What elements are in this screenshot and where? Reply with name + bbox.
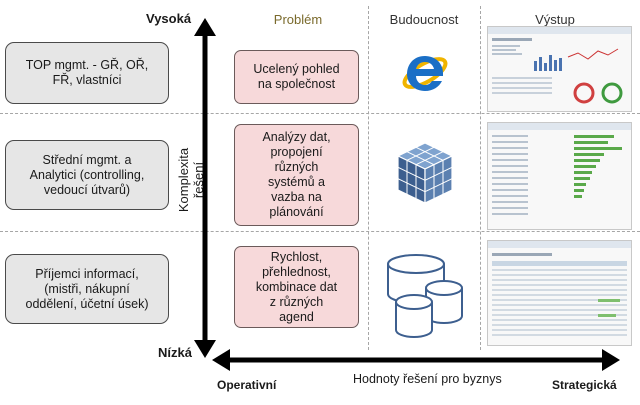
column-divider	[368, 6, 369, 350]
x-axis-left-label: Operativní	[217, 378, 277, 392]
olap-cube-icon	[396, 142, 454, 204]
role-box-middle-management: Střední mgmt. a Analytici (controlling, …	[5, 140, 169, 210]
dashboard-thumbnail-graphic	[488, 27, 631, 104]
problem-text: Ucelený pohled na společnost	[253, 62, 340, 91]
role-box-information-recipients: Příjemci informací, (mistři, nákupní odd…	[5, 254, 169, 324]
database-cylinders-icon	[387, 254, 463, 338]
column-header-output: Výstup	[535, 12, 575, 27]
problem-box-speed: Rychlost, přehlednost, kombinace dat z r…	[234, 246, 359, 328]
y-axis-arrow	[194, 18, 216, 358]
row-divider	[0, 113, 640, 114]
problem-box-overview: Ucelený pohled na společnost	[234, 50, 359, 104]
report-screenshot	[487, 122, 632, 230]
role-text: Příjemci informací, (mistři, nákupní odd…	[25, 266, 149, 311]
row-divider	[0, 231, 640, 232]
x-axis-title: Hodnoty řešení pro byznys	[353, 372, 502, 386]
problem-text: Rychlost, přehlednost, kombinace dat z r…	[255, 249, 338, 324]
column-divider	[480, 6, 481, 350]
role-box-top-management: TOP mgmt. - GŘ, OŘ, FŘ, vlastníci	[5, 42, 169, 104]
role-text: TOP mgmt. - GŘ, OŘ, FŘ, vlastníci	[25, 58, 149, 87]
internet-explorer-icon	[402, 56, 448, 91]
role-text: Střední mgmt. a Analytici (controlling, …	[29, 152, 145, 197]
table-screenshot	[487, 240, 632, 346]
dashboard-screenshot	[487, 26, 632, 112]
y-axis-bottom-label: Nízká	[158, 345, 192, 360]
column-header-problem: Problém	[273, 12, 323, 27]
x-axis-arrow	[212, 349, 620, 371]
problem-text: Analýzy dat, propojení různých systémů a…	[262, 130, 331, 219]
table-thumbnail-graphic	[488, 241, 631, 336]
y-axis-top-label: Vysoká	[146, 11, 192, 26]
problem-box-analysis: Analýzy dat, propojení různých systémů a…	[234, 124, 359, 226]
x-axis-right-label: Strategická	[552, 378, 617, 392]
report-thumbnail-graphic	[488, 123, 631, 215]
column-header-future: Budoucnost	[389, 12, 459, 27]
